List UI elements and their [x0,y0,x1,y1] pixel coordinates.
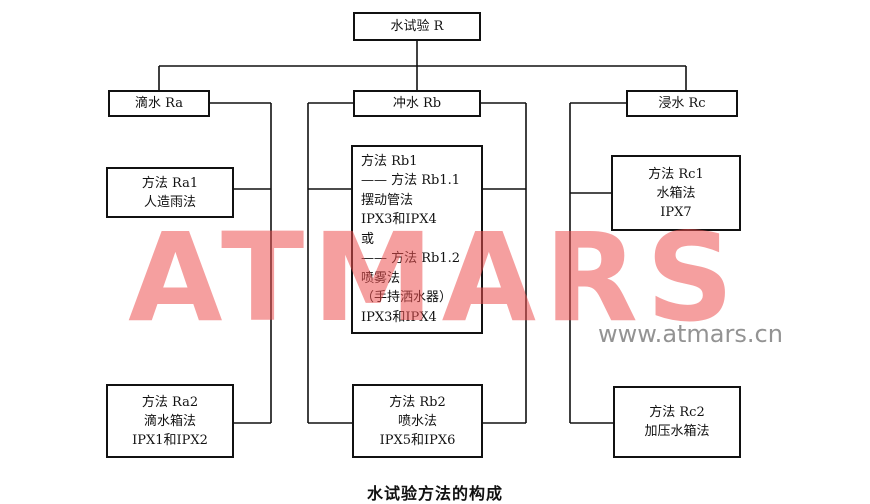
method-line: —— 方法 Rb1.2 [361,251,461,267]
method-line: IPX7 [660,204,692,220]
method-line: 加压水箱法 [644,424,710,439]
group-node-rc: 浸水 Rc [626,90,738,117]
method-line: 方法 Ra2 [141,394,199,410]
method-line: 水箱法 [656,185,696,201]
root-node: 水试验 R [353,12,481,41]
method-line: 喷雾法 [361,270,401,286]
method-line: IPX3和IPX4 [361,212,437,228]
method-line: 方法 Rc2 [649,405,705,420]
method-line: 人造雨法 [143,194,196,210]
group-node-rb: 冲水 Rb [353,90,481,117]
method-line: IPX3和IPX4 [361,309,437,325]
diagram-caption: 水试验方法的构成 [366,484,503,503]
method-node-ra2: 方法 Ra2 滴水箱法 IPX1和IPX2 [106,384,234,458]
method-line: （手持洒水器） [361,290,453,306]
method-node-rb1: 方法 Rb1 —— 方法 Rb1.1 摆动管法 IPX3和IPX4 或 —— 方… [351,145,483,334]
group-node-rc-label: 浸水 Rc [658,96,706,111]
group-node-ra: 滴水 Ra [108,90,210,117]
method-line: 或 [361,231,375,247]
method-node-rb2: 方法 Rb2 喷水法 IPX5和IPX6 [352,384,483,458]
root-node-label: 水试验 R [390,19,444,34]
method-line: 方法 Rc1 [648,166,704,182]
method-line: —— 方法 Rb1.1 [361,173,461,189]
method-line: 摆动管法 [361,192,414,208]
method-node-rc1: 方法 Rc1 水箱法 IPX7 [611,155,741,231]
group-node-rb-label: 冲水 Rb [392,96,442,111]
method-line: IPX5和IPX6 [379,432,456,448]
method-line: 喷水法 [397,413,437,429]
method-node-rc2: 方法 Rc2 加压水箱法 [613,386,741,458]
method-line: 方法 Rb2 [389,394,446,410]
method-line: 方法 Ra1 [141,175,199,191]
method-line: 方法 Rb1 [361,153,418,169]
group-node-ra-label: 滴水 Ra [135,96,183,111]
method-line: IPX1和IPX2 [132,432,208,448]
method-line: 滴水箱法 [143,413,196,429]
method-node-ra1: 方法 Ra1 人造雨法 [106,167,234,218]
